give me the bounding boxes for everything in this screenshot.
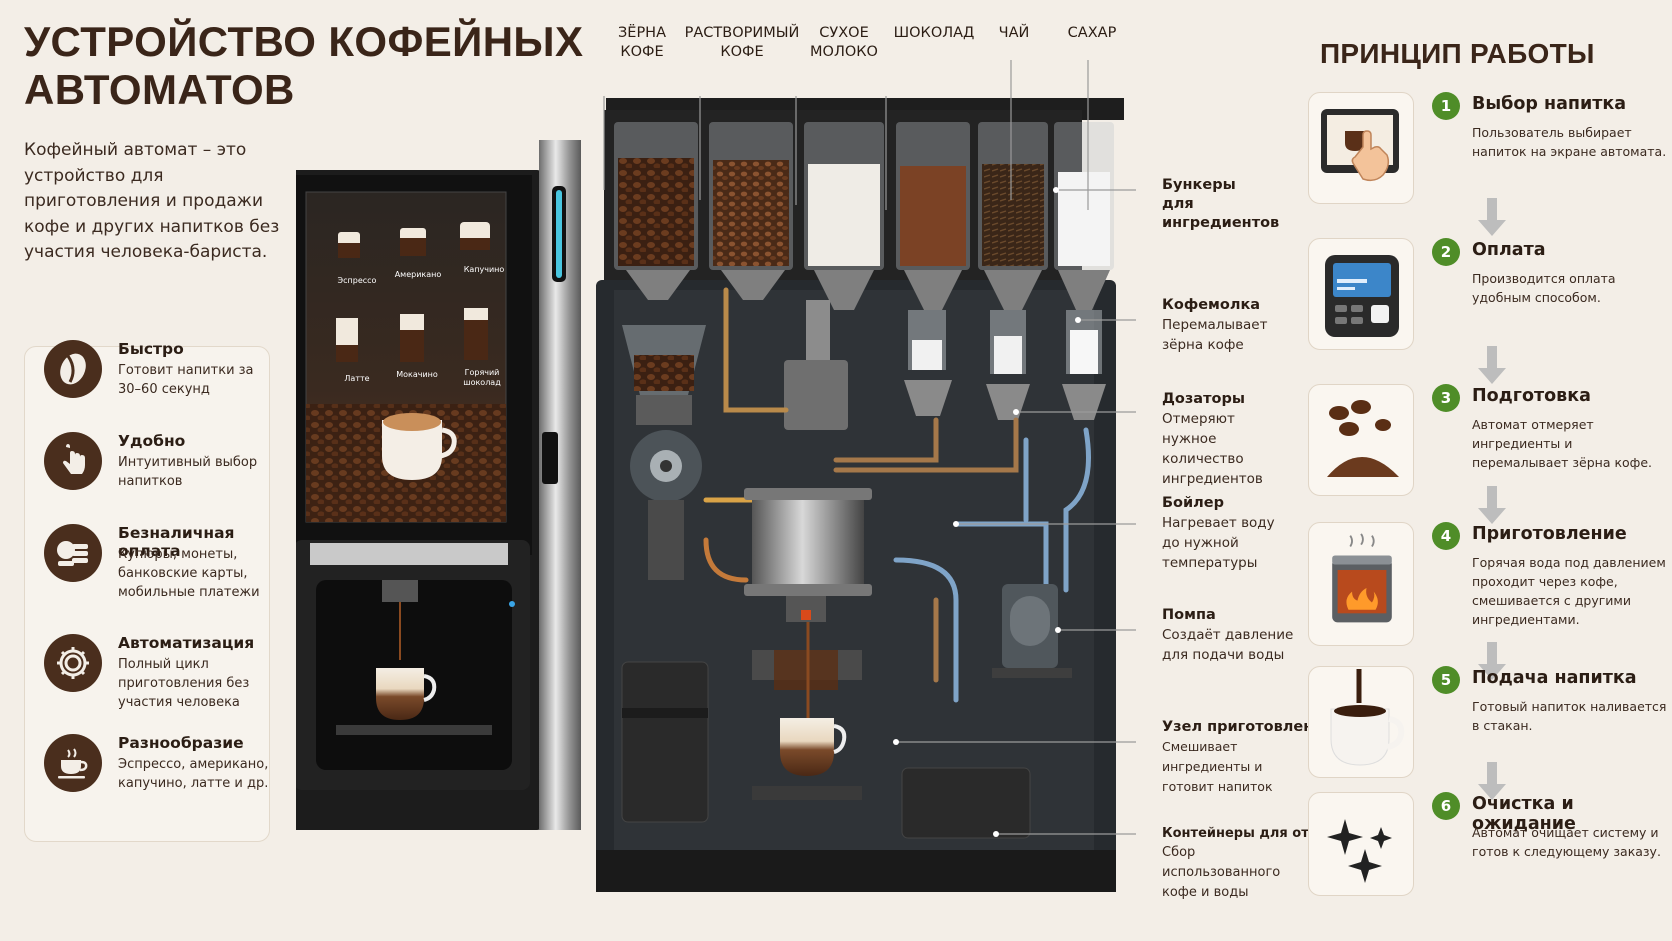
brewing-unit [752, 622, 862, 800]
touch-hand-icon [44, 432, 102, 490]
coffee-cup-icon [44, 734, 102, 792]
arrow-down-icon [1478, 642, 1506, 680]
screen-drinks [306, 222, 506, 522]
coffee-beans-icon [1308, 384, 1414, 496]
touchscreen-icon [1308, 92, 1414, 204]
boiler-icon [1308, 522, 1414, 646]
arrow-down-icon [1478, 346, 1506, 384]
screen-label-espresso: Эспрессо [337, 276, 377, 285]
coffee-cup-icon [1308, 666, 1414, 778]
screen-label-latte: Латте [344, 374, 370, 383]
gear-icon [44, 634, 102, 692]
arrow-down-icon [1478, 198, 1506, 236]
intro-text: Кофейный автомат – это устройство для пр… [24, 140, 280, 262]
coins-icon [44, 524, 102, 582]
ingredient-label-sugar: САХАР [1067, 25, 1117, 41]
ingredient-label-coffee-beans: ЗЁРНА КОФЕ [617, 25, 667, 60]
page-title: Устройство кофейных автоматов [24, 18, 584, 113]
pump [992, 584, 1072, 678]
dosers [904, 310, 1106, 420]
screen-label-hot-chocolate: Горячий шоколад [463, 368, 501, 387]
features-list: Быстро Готовит напитки за 30–60 секунд У… [34, 340, 268, 840]
component-hoppers: Бункеры для ингредиентов [1162, 177, 1280, 231]
principle-title: Принцип работы [1320, 38, 1595, 69]
coffee-bean-icon [44, 340, 102, 398]
ingredient-label-tea: ЧАЙ [998, 25, 1030, 41]
boiler [744, 488, 872, 622]
machine-graphic [296, 60, 1136, 892]
screen-label-cappuccino: Капучино [463, 265, 505, 274]
feature-variety: Разнообразие Эспрессо, американо, капучи… [44, 734, 276, 824]
feature-convenient: Удобно Интуитивный выбор напитков [44, 432, 276, 522]
ingredient-hoppers [614, 122, 1114, 270]
feature-automation: Автоматизация Полный цикл приготовления … [44, 634, 276, 724]
ingredient-label-chocolate: ШОКОЛАД [893, 25, 975, 41]
feature-fast: Быстро Готовит напитки за 30–60 секунд [44, 340, 276, 430]
feature-payment: Безналичная оплата Купюры, монеты, банко… [44, 524, 276, 614]
coffee-machine-illustration: Эспрессо Американо Капучино Латте Мокачи… [296, 0, 1136, 941]
waste-containers [621, 661, 1031, 839]
ingredient-label-instant-coffee: РАСТВОРИМЫЙ КОФЕ [684, 25, 800, 60]
screen-label-mochaccino: Мокачино [396, 370, 438, 379]
sparkle-icon [1308, 792, 1414, 896]
ingredient-label-dry-milk: СУХОЕ МОЛОКО [810, 25, 878, 60]
payment-terminal-icon [1308, 238, 1414, 350]
arrow-down-icon [1478, 762, 1506, 800]
arrow-down-icon [1478, 486, 1506, 524]
grinder [622, 325, 706, 580]
screen-label-americano: Американо [394, 270, 442, 279]
